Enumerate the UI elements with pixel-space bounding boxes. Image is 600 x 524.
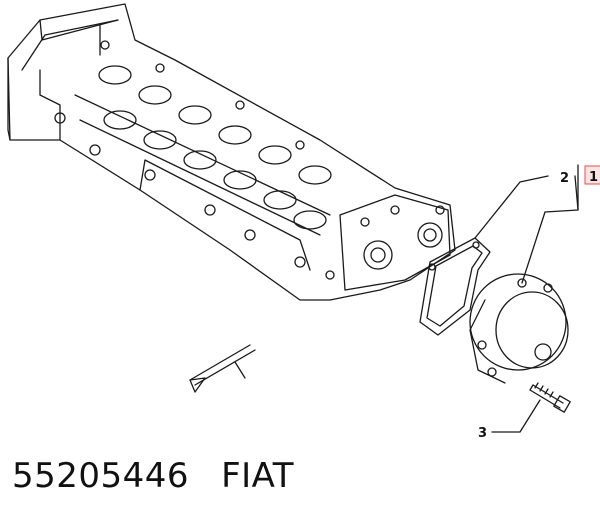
callout-1-box: [584, 165, 600, 185]
callout-1-label: 1: [589, 170, 598, 185]
vacuum-pump: [469, 273, 569, 384]
leader-line-2: [474, 175, 549, 239]
leader-line-3: [491, 399, 541, 433]
brand-name: FIAT: [221, 456, 295, 496]
callout-2-label: 2: [560, 171, 569, 186]
gasket: [419, 237, 491, 336]
part-number-label: 55205446 FIAT: [12, 456, 294, 496]
part-number: 55205446: [12, 456, 190, 496]
callout-3-label: 3: [478, 426, 487, 441]
leader-line-1: [521, 175, 579, 284]
camshaft-housing: [7, 3, 456, 301]
direction-arrow-icon: [189, 344, 256, 393]
bolt: [529, 382, 571, 413]
